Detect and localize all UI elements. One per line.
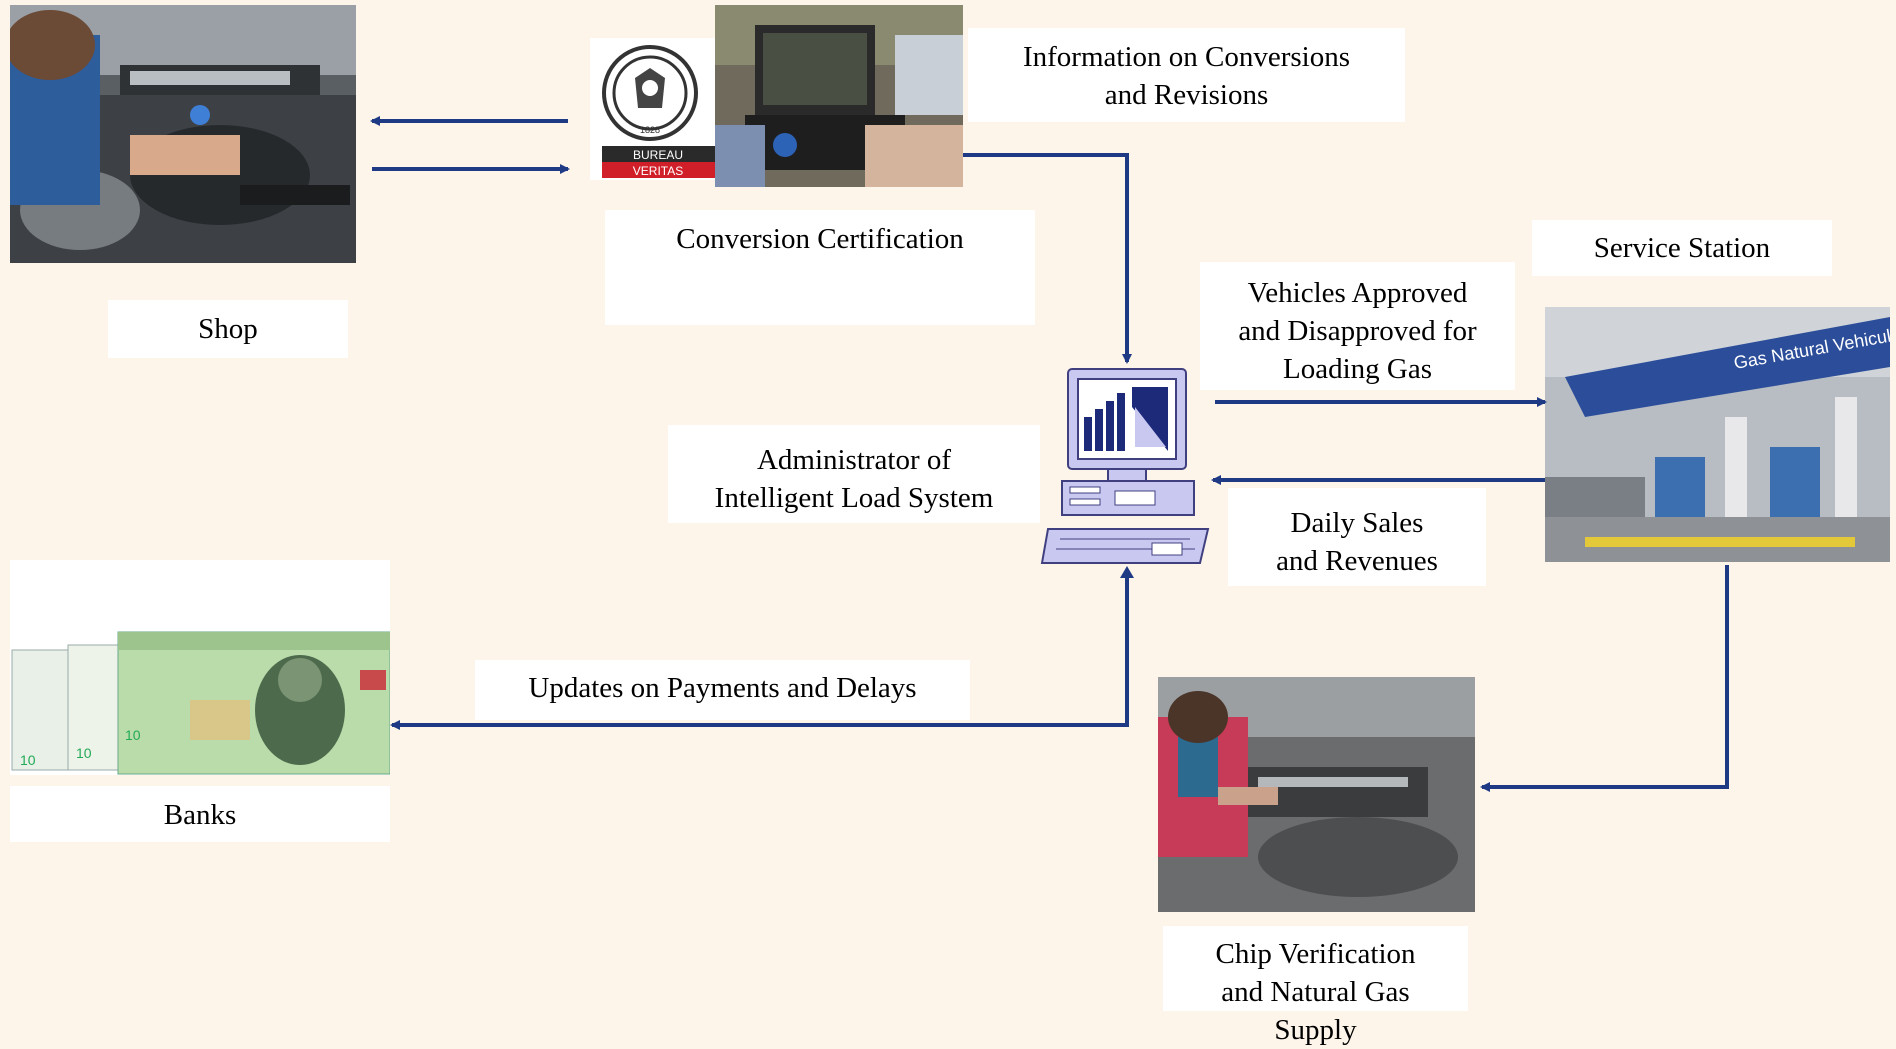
label-service-station: Service Station	[1532, 220, 1832, 276]
arrow-cert-to-admin	[963, 153, 1132, 364]
arrow-station-to-chip	[1480, 565, 1729, 792]
chip-verification-photo	[1158, 677, 1475, 912]
label-updates-payments: Updates on Payments and Delays	[475, 660, 970, 720]
label-chip-verification: Chip Verification and Natural Gas Supply	[1163, 926, 1468, 1046]
label-daily-sales: Daily Sales and Revenues	[1228, 488, 1486, 586]
logo-text-bureau: BUREAU	[633, 148, 683, 162]
computer-icon	[1040, 367, 1210, 567]
connector-arrows	[370, 116, 1729, 792]
label-info-conversions: Information on Conversions and Revisions	[968, 28, 1405, 122]
shop-photo	[10, 5, 356, 263]
connector-arrow-up	[1120, 566, 1134, 578]
label-shop: Shop	[108, 300, 348, 358]
svg-text:10: 10	[125, 727, 141, 743]
svg-text:10: 10	[76, 745, 92, 761]
banknotes-photo: 10 10 10	[10, 560, 390, 775]
service-station-photo: Gas Natural Vehicular	[1545, 307, 1890, 562]
label-banks: Banks	[10, 786, 390, 842]
label-administrator: Administrator of Intelligent Load System	[668, 425, 1040, 523]
label-conversion-certification: Conversion Certification	[605, 210, 1035, 325]
logo-text-year: 1828	[640, 125, 660, 135]
logo-text-veritas: VERITAS	[633, 164, 683, 178]
svg-text:10: 10	[20, 752, 36, 768]
bureau-veritas-logo: BUREAU VERITAS 1828	[590, 38, 715, 180]
label-vehicles-approved: Vehicles Approved and Disapproved for Lo…	[1200, 262, 1515, 390]
arrow-admin-to-banks	[390, 570, 1129, 730]
laptop-photo	[715, 5, 963, 187]
